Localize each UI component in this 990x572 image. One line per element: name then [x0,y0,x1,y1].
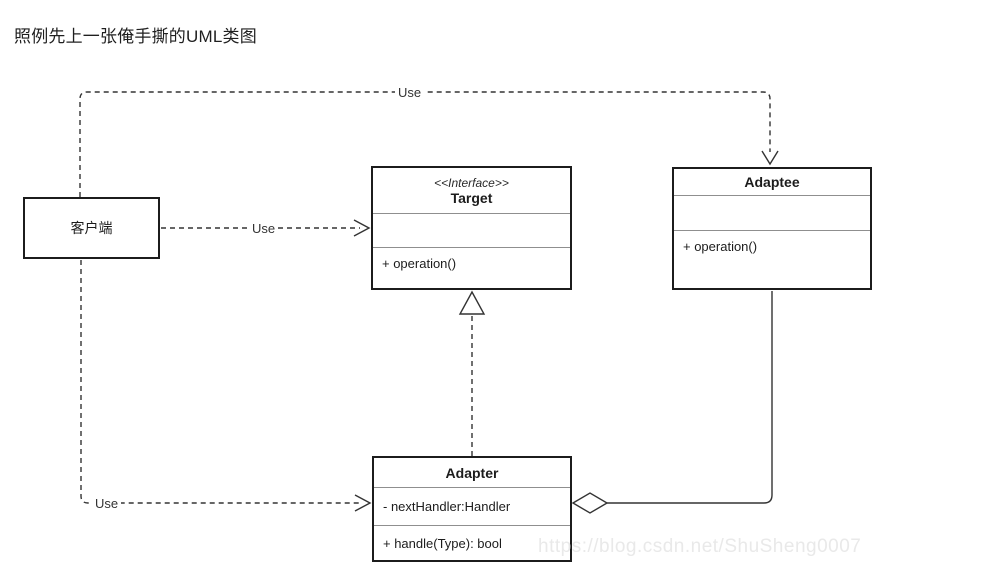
target-methods-section: + operation() [373,247,570,288]
dependency-client-adapter [80,260,372,512]
adaptee-header: Adaptee [674,169,870,195]
class-box-adapter: Adapter - nextHandler:Handler + handle(T… [372,456,572,562]
use-label-client-target: Use [249,220,279,237]
adaptee-method: + operation() [683,239,758,254]
use-label-client-adaptee: Use [395,84,425,101]
target-stereotype: <<Interface>> [434,175,509,190]
class-box-adaptee: Adaptee + operation() [672,167,872,290]
target-attributes-section [373,213,570,247]
open-arrowhead-right-icon [353,219,371,237]
use-label-client-adapter: Use [92,495,122,512]
target-header: <<Interface>> Target [373,168,570,213]
realization-adapter-target [458,290,486,456]
target-class-name: Target [450,189,493,206]
target-method: + operation() [382,256,457,271]
adaptee-attributes-section [674,195,870,230]
dependency-client-adaptee [79,91,779,197]
watermark-text: https://blog.csdn.net/ShuSheng0007 [538,536,862,557]
adapter-methods-section: + handle(Type): bool [374,525,570,560]
adaptee-class-name: Adaptee [744,174,800,190]
adaptee-methods-section: + operation() [674,230,870,288]
client-class-name: 客户端 [70,220,113,236]
hollow-triangle-icon [458,290,486,315]
adapter-method: + handle(Type): bool [383,535,502,551]
class-box-client: 客户端 [23,197,160,259]
adapter-attributes-section: - nextHandler:Handler [374,487,570,525]
open-arrowhead-down-icon [761,150,779,166]
page-title: 照例先上一张俺手撕的UML类图 [14,27,257,46]
aggregation-adapter-adaptee [571,291,773,514]
adapter-class-name: Adapter [445,464,499,481]
adapter-attribute: - nextHandler:Handler [383,499,511,514]
hollow-diamond-icon [571,492,609,514]
class-box-target: <<Interface>> Target + operation() [371,166,572,290]
adapter-header: Adapter [374,458,570,487]
open-arrowhead-right-icon [354,494,372,512]
